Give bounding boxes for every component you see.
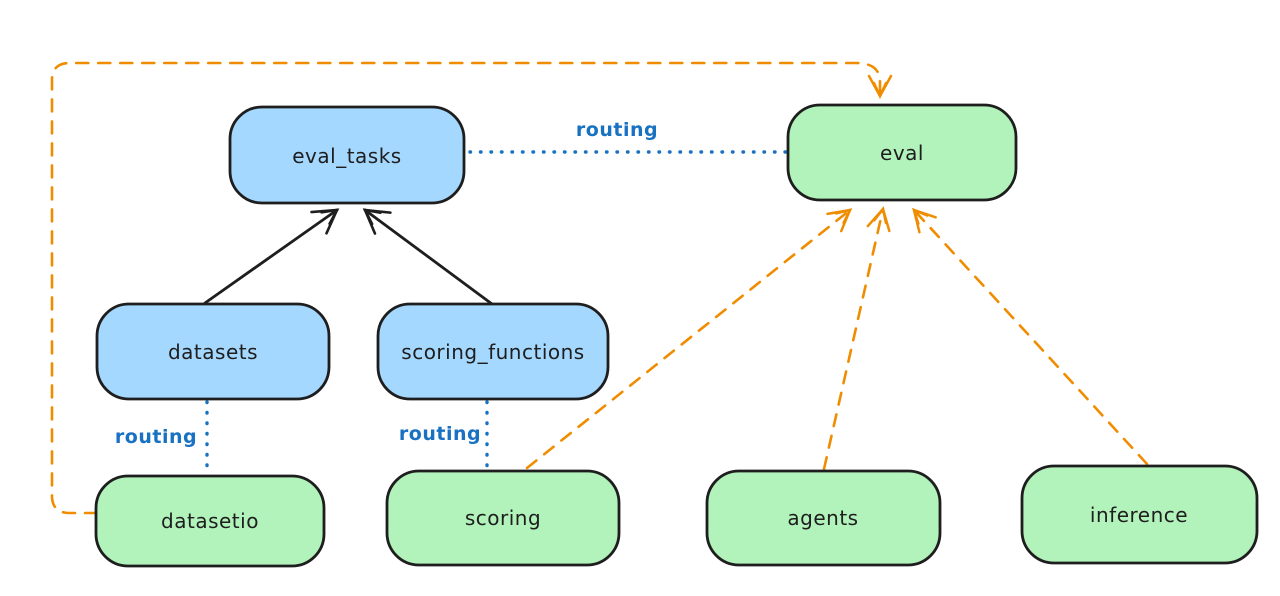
routing-label-scoring-functions-scoring: routing bbox=[399, 423, 481, 445]
node-scoring: scoring bbox=[385, 469, 621, 567]
node-eval-label: eval bbox=[880, 141, 924, 165]
edge-datasets-to-eval-tasks bbox=[203, 208, 340, 305]
node-datasetio: datasetio bbox=[94, 474, 326, 568]
node-agents-label: agents bbox=[787, 506, 858, 530]
edge-scoring-functions-to-eval-tasks bbox=[362, 208, 494, 306]
node-inference-box bbox=[1020, 464, 1259, 565]
node-inference: inference bbox=[1020, 464, 1259, 565]
node-datasetio-box bbox=[94, 474, 326, 568]
node-datasetio-label: datasetio bbox=[161, 509, 259, 533]
node-agents: agents bbox=[705, 469, 942, 567]
node-eval-tasks-box bbox=[228, 105, 466, 205]
node-scoring-box bbox=[385, 469, 621, 567]
edge-inference-to-eval bbox=[911, 207, 1149, 466]
node-eval-box bbox=[786, 103, 1018, 202]
node-scoring-functions: scoring_functions bbox=[376, 302, 610, 401]
node-eval: eval bbox=[786, 103, 1018, 202]
edge-datasetio-to-eval bbox=[50, 61, 893, 515]
node-scoring-functions-box bbox=[376, 302, 610, 401]
edge-agents-to-eval bbox=[822, 206, 891, 471]
node-datasets: datasets bbox=[95, 302, 331, 401]
edge-scoring-to-eval bbox=[525, 208, 853, 470]
routing-label-eval-tasks-eval: routing bbox=[576, 119, 658, 141]
node-eval-tasks: eval_tasks bbox=[228, 105, 466, 205]
node-eval-tasks-label: eval_tasks bbox=[292, 144, 401, 168]
node-datasets-box bbox=[95, 302, 331, 401]
node-scoring-label: scoring bbox=[465, 506, 541, 530]
node-datasets-label: datasets bbox=[168, 340, 258, 364]
routing-label-datasets-datasetio: routing bbox=[115, 426, 197, 448]
node-scoring-functions-label: scoring_functions bbox=[401, 340, 584, 364]
node-inference-label: inference bbox=[1090, 503, 1188, 527]
node-agents-box bbox=[705, 469, 942, 567]
